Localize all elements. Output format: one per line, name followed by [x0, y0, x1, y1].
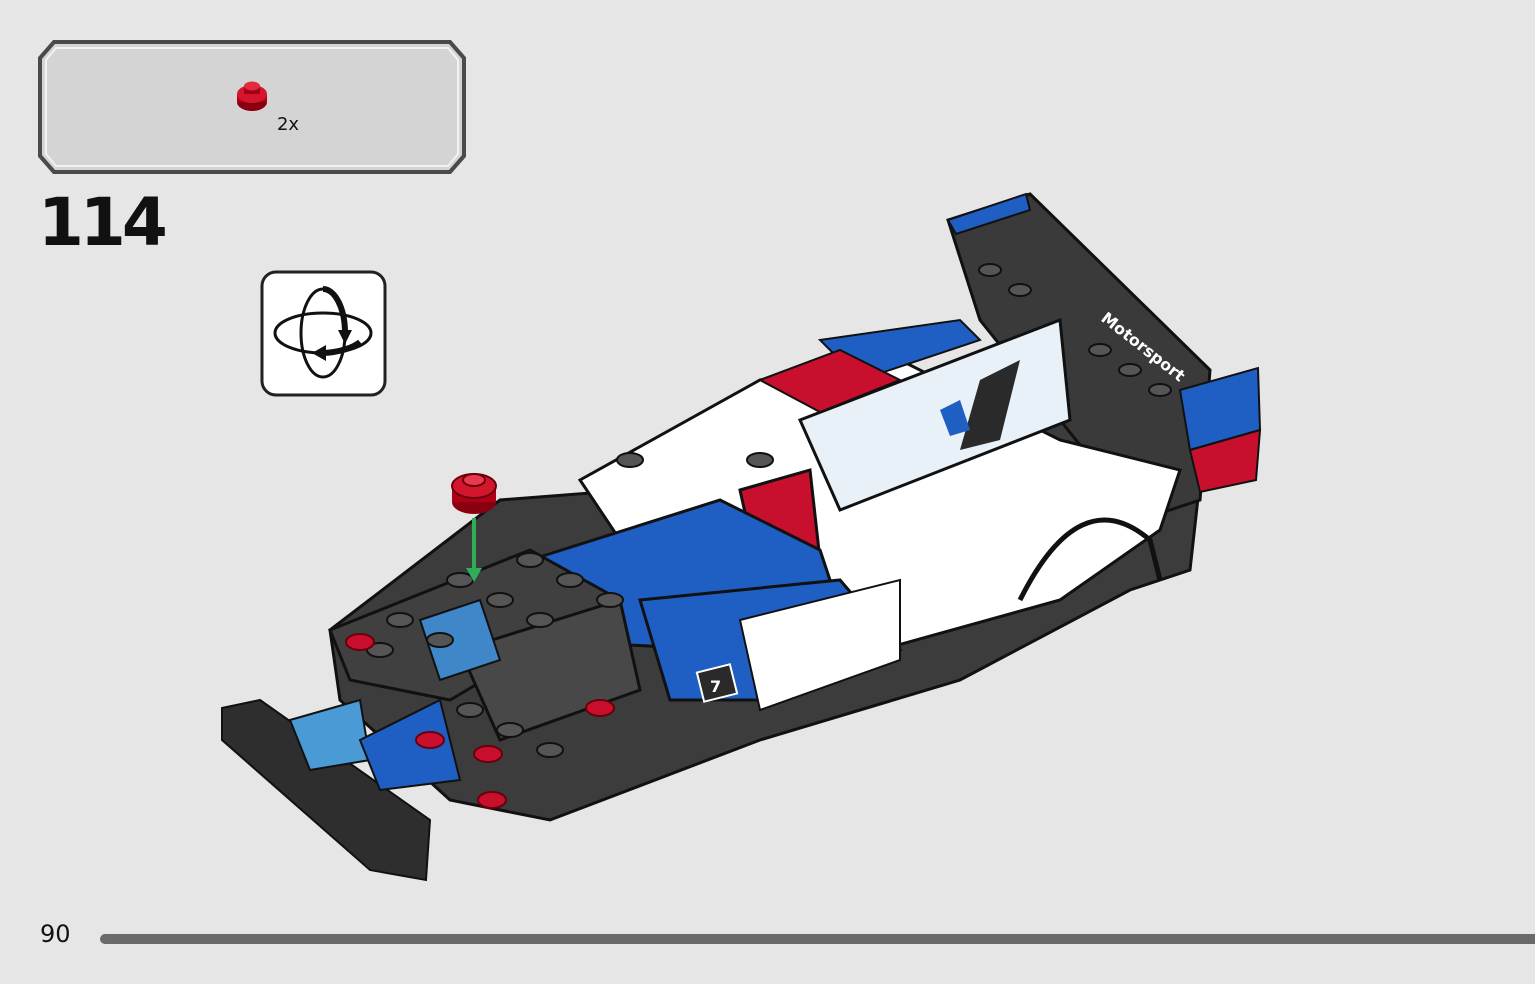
new-part-red-plate: [451, 473, 497, 514]
progress-bar: [100, 934, 1535, 944]
race-car-model: Motorsport Motorsport 7: [221, 192, 1262, 882]
rotate-model-indicator: [260, 270, 387, 397]
model-illustration: Motorsport Motorsport 7: [200, 180, 1280, 900]
red-round-plate-icon: [237, 81, 267, 111]
race-number: 7: [710, 677, 721, 696]
part-quantity: 2x: [276, 114, 300, 135]
rotate-model-icon: [260, 270, 387, 397]
parts-callout: 2x: [38, 40, 466, 174]
page-number: 90: [40, 920, 71, 948]
placement-arrow: [466, 518, 482, 582]
step-number: 114: [38, 184, 168, 261]
